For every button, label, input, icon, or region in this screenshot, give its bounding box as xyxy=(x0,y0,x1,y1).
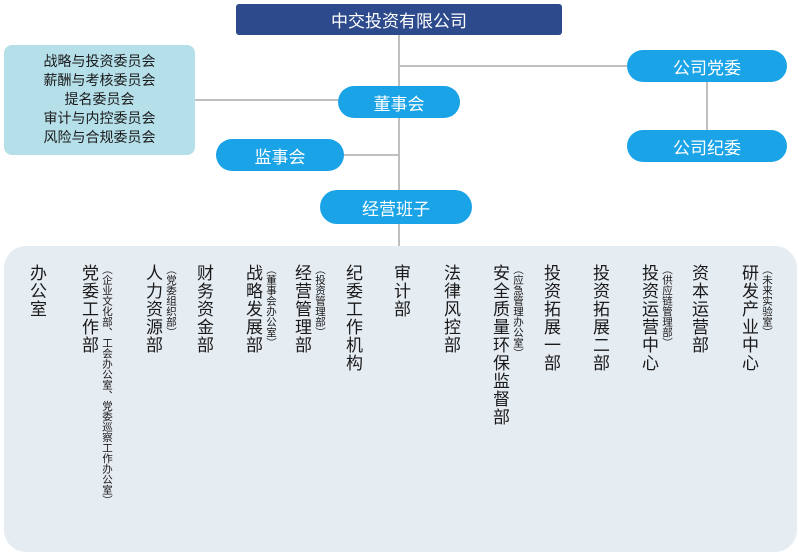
department-name: 办公室 xyxy=(26,264,46,318)
department-name: 投资拓展二部 xyxy=(589,264,609,372)
department-note: （投资管理部） xyxy=(314,264,326,338)
department-column: 办公室 xyxy=(26,264,48,318)
department-note: （供应链管理部） xyxy=(661,264,673,348)
department-name: 资本运营部 xyxy=(688,264,708,354)
department-column: 党委工作部 （企业文化部、工会办公室、党委巡察工作办公室） xyxy=(78,264,113,506)
department-name: 人力资源部 xyxy=(142,264,162,354)
department-name: 安全质量环保监督部 xyxy=(489,264,509,426)
department-name: 审计部 xyxy=(390,264,410,318)
department-column: 纪委工作机构 xyxy=(342,264,364,372)
company-title: 中交投资有限公司 xyxy=(331,12,467,32)
department-name: 纪委工作机构 xyxy=(342,264,362,372)
management-team-node: 经营班子 xyxy=(320,190,472,224)
department-column: 人力资源部 （党委组织部） xyxy=(142,264,177,354)
department-column: 研发产业中心 （未来实验室） xyxy=(738,264,773,372)
committee-item: 提名委员会 xyxy=(64,91,135,108)
committee-item: 审计与内控委员会 xyxy=(43,110,156,127)
discipline-committee-label: 公司纪委 xyxy=(673,138,741,159)
party-committee-node: 公司党委 xyxy=(627,50,787,82)
department-column: 投资拓展二部 xyxy=(589,264,611,372)
department-column: 资本运营部 xyxy=(688,264,710,354)
committee-item: 薪酬与考核委员会 xyxy=(43,72,156,89)
department-column: 战略发展部 （董事会办公室） xyxy=(242,264,277,354)
company-title-box: 中交投资有限公司 xyxy=(236,4,562,35)
department-name: 法律风控部 xyxy=(440,264,460,354)
department-column: 经营管理部 （投资管理部） xyxy=(291,264,326,354)
department-name: 党委工作部 xyxy=(78,264,98,354)
department-note: （未来实验室） xyxy=(761,264,773,338)
committee-item: 风险与合规委员会 xyxy=(43,129,156,146)
department-name: 战略发展部 xyxy=(242,264,262,354)
department-name: 投资拓展一部 xyxy=(540,264,560,372)
board-label: 董事会 xyxy=(373,94,425,115)
department-column: 法律风控部 xyxy=(440,264,462,354)
board-committees-box: 战略与投资委员会 薪酬与考核委员会 提名委员会 审计与内控委员会 风险与合规委员… xyxy=(4,45,195,155)
department-column: 安全质量环保监督部 （应急管理办公室） xyxy=(489,264,524,426)
department-name: 财务资金部 xyxy=(193,264,213,354)
department-name: 经营管理部 xyxy=(291,264,311,354)
department-column: 投资运营中心 （供应链管理部） xyxy=(638,264,673,372)
committee-item: 战略与投资委员会 xyxy=(43,53,156,70)
department-note: （应急管理办公室） xyxy=(512,264,524,359)
department-name: 投资运营中心 xyxy=(638,264,658,372)
department-name: 研发产业中心 xyxy=(738,264,758,372)
department-column: 审计部 xyxy=(390,264,412,318)
party-committee-label: 公司党委 xyxy=(673,58,741,79)
department-column: 财务资金部 xyxy=(193,264,215,354)
department-column: 投资拓展一部 xyxy=(540,264,562,372)
management-label: 经营班子 xyxy=(362,199,430,220)
department-note: （企业文化部、工会办公室、党委巡察工作办公室） xyxy=(101,264,113,506)
discipline-committee-node: 公司纪委 xyxy=(627,130,787,162)
department-note: （党委组织部） xyxy=(165,264,177,338)
supervisory-board-node: 监事会 xyxy=(216,139,344,171)
department-note: （董事会办公室） xyxy=(265,264,277,348)
supervisory-label: 监事会 xyxy=(254,147,306,168)
departments-panel xyxy=(4,246,797,552)
board-node: 董事会 xyxy=(338,86,460,118)
